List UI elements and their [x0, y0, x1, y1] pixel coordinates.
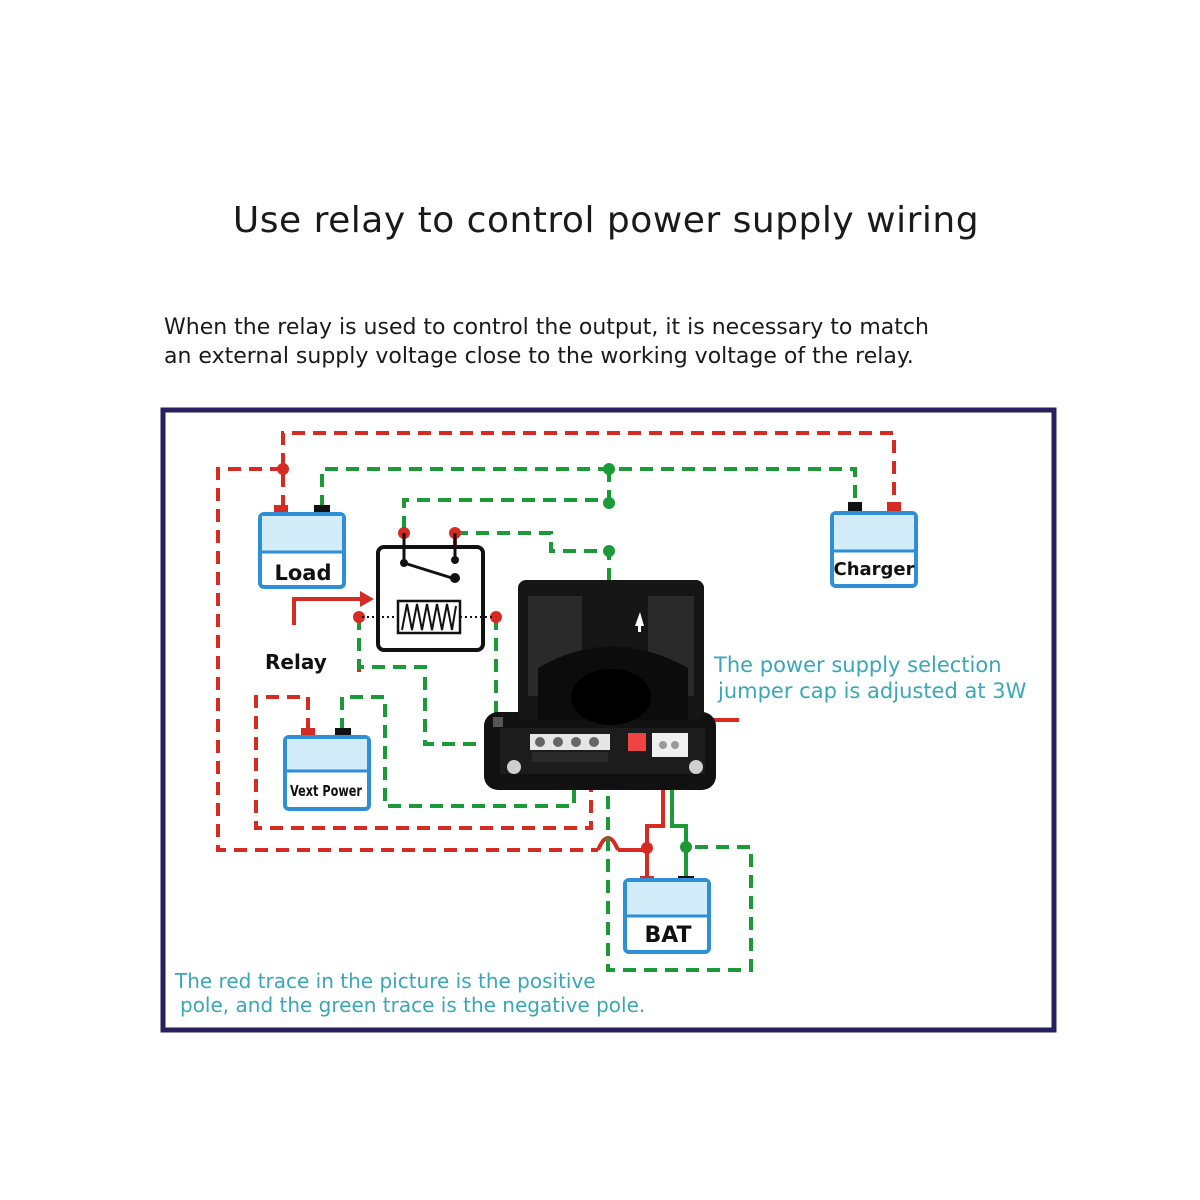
red-junction: [277, 463, 289, 475]
green-trace-relay-out: [455, 531, 611, 588]
bat-label: BAT: [644, 923, 691, 948]
green-trace-to-relay: [402, 469, 611, 533]
description-line-1: When the relay is used to control the ou…: [164, 315, 929, 340]
relay-symbol: [362, 533, 494, 652]
green-trace-vext: [340, 695, 576, 808]
charger-box: Charger: [830, 502, 918, 588]
relay-input-arrow: [360, 591, 374, 607]
jumper-note-line-1: The power supply selection: [713, 653, 1002, 677]
red-trace-left-loop: [216, 467, 598, 852]
trace-note-line-1: The red trace in the picture is the posi…: [174, 969, 596, 993]
description-line-2: an external supply voltage close to the …: [164, 344, 914, 369]
green-trace-bat-loop: [606, 775, 753, 972]
green-junction: [603, 497, 615, 509]
red-junction: [490, 611, 502, 623]
jumper-note-line-2: jumper cap is adjusted at 3W: [717, 679, 1027, 703]
description: When the relay is used to control the ou…: [164, 313, 1064, 371]
red-trace-load-charger: [281, 431, 896, 508]
negative-traces: [320, 467, 857, 972]
green-trace-coil: [357, 617, 538, 746]
relay-label: Relay: [265, 650, 327, 674]
trace-note-line-2: pole, and the green trace is the negativ…: [180, 993, 645, 1017]
green-junction: [680, 841, 692, 853]
red-junction: [353, 611, 365, 623]
vext-label: Vext Power: [290, 782, 362, 800]
green-junction: [603, 463, 615, 475]
sensor-module: [484, 580, 716, 790]
page-title: Use relay to control power supply wiring: [232, 200, 980, 241]
red-trace-vext: [254, 695, 593, 830]
load-box: Load: [258, 505, 346, 589]
red-trace-coil-input: [292, 597, 360, 625]
green-trace-load-charger: [320, 467, 857, 508]
green-junction: [603, 545, 615, 557]
vext-power-box: Vext Power: [283, 728, 371, 811]
bat-box: BAT: [623, 876, 711, 954]
load-label: Load: [274, 561, 331, 585]
charger-label: Charger: [833, 559, 914, 580]
red-junction: [641, 842, 653, 854]
